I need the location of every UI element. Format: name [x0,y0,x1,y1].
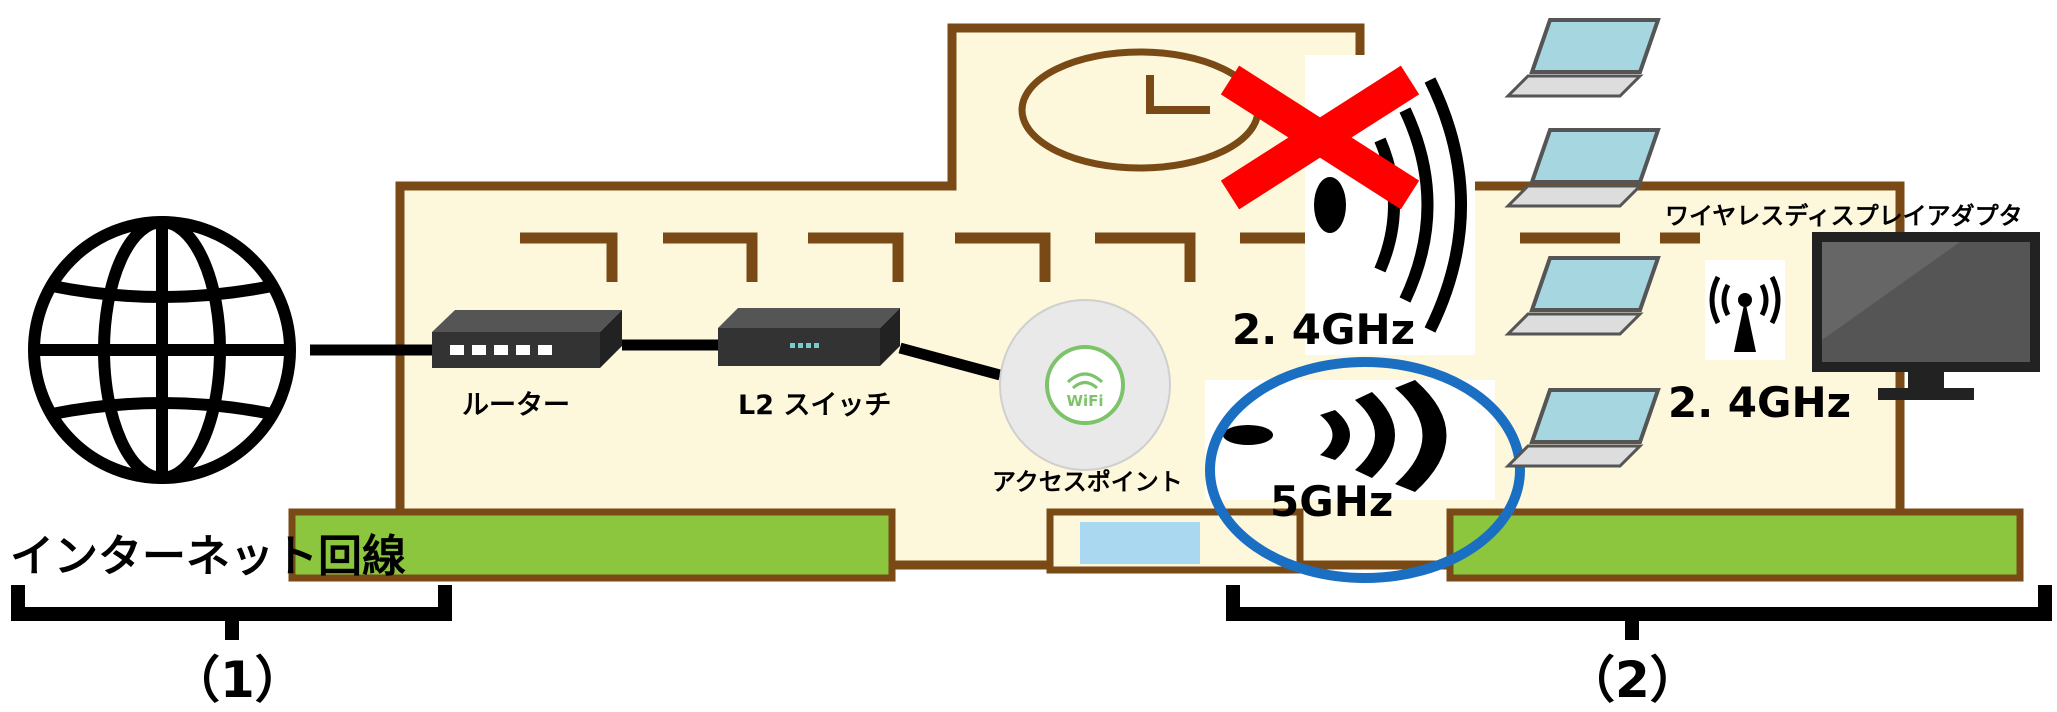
section-1-label: （1） [170,651,305,709]
right-blackboard [1446,508,2024,582]
internet-line-label: インターネット回線 [10,531,406,582]
cross-icon [1220,65,1420,210]
switch-icon [718,308,900,366]
access-point-icon: WiFi [999,299,1171,471]
left-blackboard [288,508,896,582]
bracket-2 [1226,585,2052,640]
cables [310,339,1002,381]
router-label: ルーター [462,390,570,421]
band-24-ap-label: 2. 4GHz [1232,305,1416,354]
5ghz-highlight-circle [1205,357,1525,583]
laptop-icon [1504,128,1661,208]
clock-icon [1018,48,1262,172]
bracket-1 [11,585,452,640]
section-2-label: （2） [1565,651,1700,709]
wifi-badge-text: WiFi [1066,392,1103,410]
entrance-window [1046,508,1304,574]
roof-marks [520,232,1700,282]
monitor-icon [1812,232,2040,400]
band-24-display-label: 2. 4GHz [1668,378,1852,427]
l2-switch-label: L2 スイッチ [738,390,892,421]
school-building [288,23,2024,582]
laptop-icon [1504,18,1661,98]
laptop-icon [1504,256,1661,336]
globe-icon [28,216,296,484]
band-5-label: 5GHz [1270,477,1394,526]
wireless-display-adapter-label: ワイヤレスディスプレイアダプタ [1665,202,2023,230]
antenna-icon [1705,260,1785,360]
router-icon [432,310,622,368]
laptop-icon [1504,388,1661,468]
access-point-label: アクセスポイント [992,468,1183,496]
